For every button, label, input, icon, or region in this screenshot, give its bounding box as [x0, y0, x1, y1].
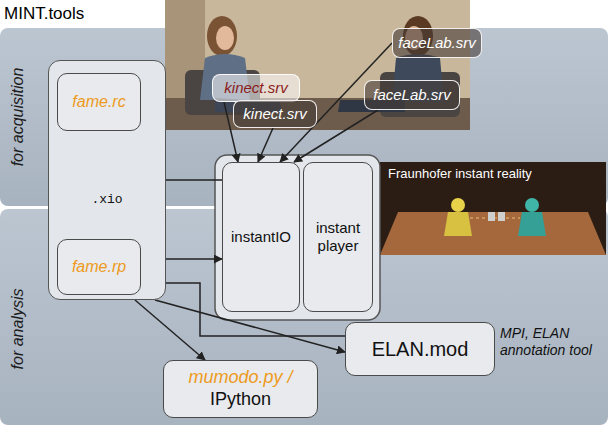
instant-group-box [215, 155, 380, 320]
sensor-box: kinect.srv [233, 100, 317, 128]
scene-object [498, 212, 505, 221]
sensor-box: kinect.srv [212, 74, 300, 102]
process-label: fame.rc [72, 92, 125, 111]
sensor-box: faceLab.srv [392, 28, 482, 58]
process-box: mumodo.py /IPython [163, 360, 318, 418]
process-label: instant player [308, 219, 368, 255]
scene-floor [380, 212, 606, 255]
process-label: ELAN.mod [372, 337, 469, 361]
process-box: instantIO [222, 162, 300, 312]
scene-caption: Fraunhofer instant reality [388, 166, 532, 182]
sensor-label: kinect.srv [224, 79, 287, 97]
band-label: for acquisition [8, 68, 27, 167]
face [216, 26, 234, 50]
process-box: instant player [303, 162, 373, 312]
process-label: fame.rp [72, 257, 126, 276]
process-box: fame.rc [57, 73, 141, 131]
data-flow-arrow [135, 300, 205, 360]
process-box: fame.rp [57, 239, 141, 295]
scene-background [380, 162, 606, 255]
process-box: ELAN.mod [345, 322, 495, 376]
group-box: .xio fame.rc fame.rp [48, 60, 166, 300]
avatar-body [444, 212, 472, 236]
sensor-label: faceLab.srv [373, 86, 451, 104]
process-label: instantIO [231, 228, 291, 246]
avatar-head [451, 198, 465, 212]
avatar-body [518, 212, 546, 236]
process-label: IPython [210, 389, 271, 411]
sensor-box: faceLab.srv [364, 80, 460, 110]
scene-object [488, 212, 495, 221]
video-still [165, 0, 470, 130]
diagram-title: MINT.tools [4, 4, 84, 24]
hair [207, 16, 237, 56]
band-label: for analysis [8, 289, 27, 370]
photo-wall [165, 0, 470, 130]
process-label: mumodo.py / [188, 367, 292, 389]
avatar-head [525, 198, 539, 212]
virtual-scene [380, 162, 606, 255]
sensor-label: faceLab.srv [398, 34, 476, 52]
data-flow-arrow [258, 128, 273, 162]
file-format-label: .xio [91, 192, 122, 208]
sensor-label: kinect.srv [243, 105, 306, 123]
tool-note: MPI, ELAN annotation tool [500, 325, 596, 359]
